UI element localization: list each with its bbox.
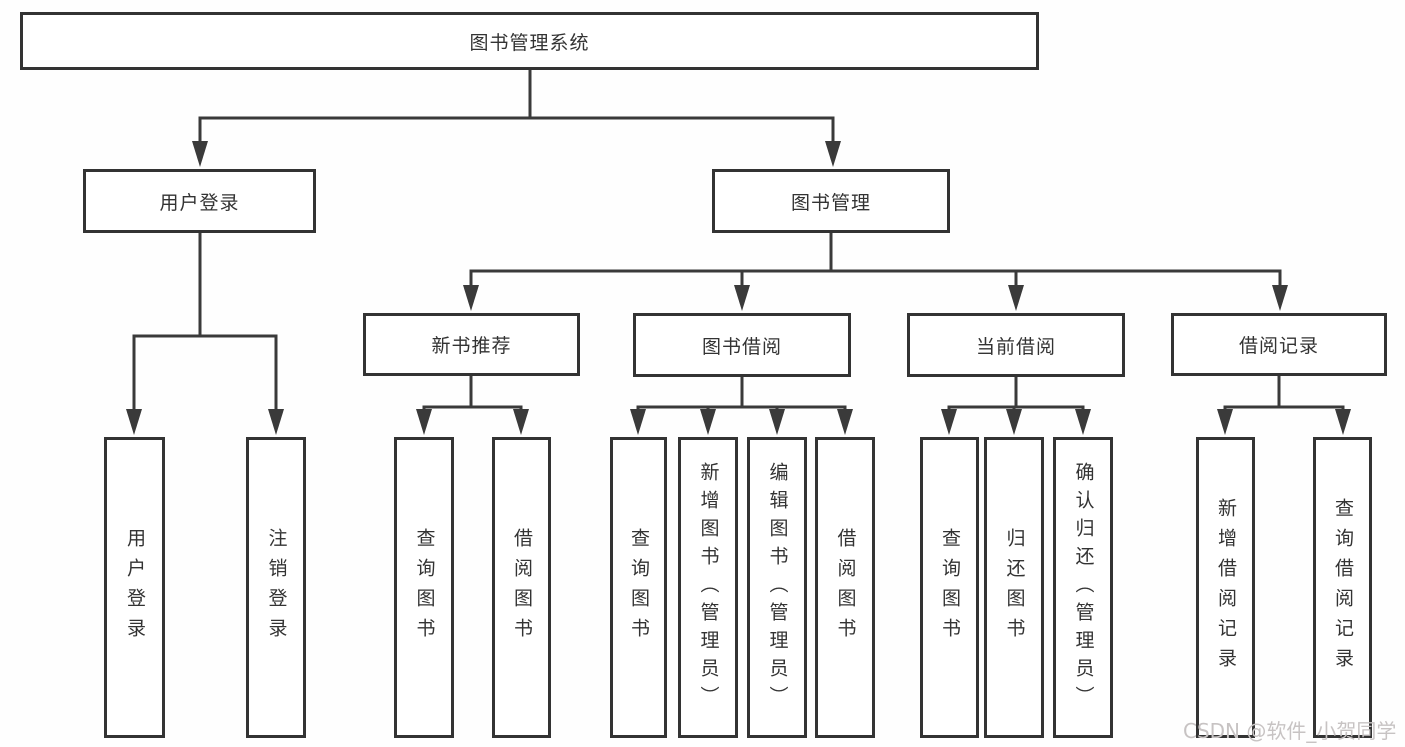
leaf-logout: 注销登录: [246, 437, 306, 738]
leaf-borrow-books-recommend: 借阅图书: [492, 437, 551, 738]
node-library-management-system: 图书管理系统: [20, 12, 1039, 70]
node-new-book-recommendation: 新书推荐: [363, 313, 580, 376]
node-borrowing-records: 借阅记录: [1171, 313, 1387, 376]
leaf-return-books: 归还图书: [984, 437, 1044, 738]
connector-lines: [132, 70, 1345, 417]
leaf-add-borrow-record: 新增借阅记录: [1196, 437, 1255, 738]
leaf-query-books-borrow: 查询图书: [610, 437, 667, 738]
leaf-query-borrow-record: 查询借阅记录: [1313, 437, 1372, 738]
node-user-login: 用户登录: [83, 169, 316, 233]
leaf-query-books-recommend: 查询图书: [394, 437, 454, 738]
leaf-borrow-books: 借阅图书: [815, 437, 875, 738]
node-current-borrowing: 当前借阅: [907, 313, 1125, 377]
leaf-confirm-return-admin: 确认归还（管理员）: [1053, 437, 1113, 738]
node-book-management: 图书管理: [712, 169, 950, 233]
csdn-watermark: CSDN @软件_小贺同学: [1183, 719, 1397, 743]
leaf-query-books-current: 查询图书: [920, 437, 979, 738]
node-book-borrowing: 图书借阅: [633, 313, 851, 377]
leaf-add-books-admin: 新增图书（管理员）: [678, 437, 738, 738]
leaf-user-login: 用户登录: [104, 437, 165, 738]
arrowhead-icons: [126, 141, 1351, 435]
leaf-edit-books-admin: 编辑图书（管理员）: [747, 437, 807, 738]
